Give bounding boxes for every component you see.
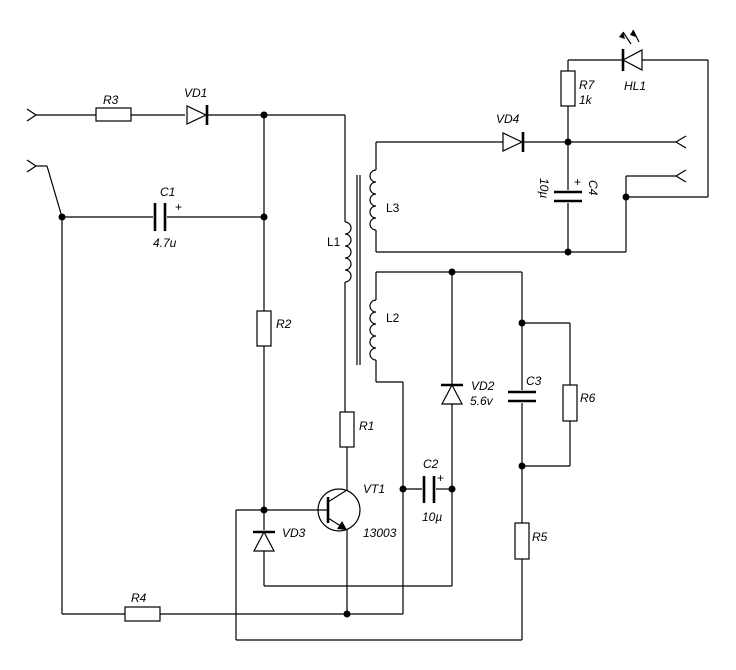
c2-label: C2: [423, 457, 439, 471]
transistor-vt1: VT1 13003: [317, 482, 397, 540]
c1-plus: +: [175, 200, 182, 214]
c2-value: 10µ: [422, 510, 442, 524]
resistor-r1: R1: [339, 411, 374, 448]
r2-label: R2: [276, 317, 292, 331]
diode-vd4: VD4: [496, 112, 525, 152]
diode-vd2: VD2 5.6v: [441, 379, 495, 408]
inductor-l3: [369, 169, 377, 231]
diode-vd3: VD3: [253, 526, 306, 552]
r3-label: R3: [103, 93, 119, 107]
c1-value: 4.7u: [153, 236, 177, 250]
resistor-r5: R5: [514, 522, 548, 560]
resistor-r3: R3: [95, 93, 132, 122]
output-terminal-bottom: [674, 169, 687, 183]
r6-label: R6: [580, 391, 596, 405]
c2-plus: +: [437, 471, 444, 485]
capacitor-c1: C1 + 4.7u: [153, 185, 182, 250]
inductor-l1: [344, 221, 352, 283]
r7-label: R7: [579, 78, 596, 92]
vd3-label: VD3: [282, 526, 306, 540]
capacitor-c3: C3: [508, 374, 542, 403]
vt1-label: VT1: [363, 482, 385, 496]
input-terminal-top: [26, 108, 96, 122]
resistor-r4: R4: [124, 591, 161, 622]
vd1-label: VD1: [184, 86, 207, 100]
vt1-part: 13003: [363, 526, 397, 540]
led-hl1: HL1: [619, 29, 646, 93]
junction-dot: [399, 485, 407, 493]
c3-label: C3: [526, 374, 542, 388]
vd4-label: VD4: [496, 112, 520, 126]
input-terminal-switch: [26, 159, 63, 218]
l3-label: L3: [386, 201, 400, 215]
hl1-label: HL1: [624, 79, 646, 93]
r5-label: R5: [532, 530, 548, 544]
capacitor-c2: C2 + 10µ: [422, 457, 444, 524]
l2-label: L2: [386, 311, 400, 325]
diode-vd1: VD1: [184, 86, 209, 125]
inductor-l2: [369, 299, 377, 361]
r4-label: R4: [131, 591, 147, 605]
resistor-r7: R7 1k: [560, 70, 596, 107]
c4-value: 10µ: [537, 178, 551, 198]
vd2-value: 5.6v: [470, 394, 494, 408]
junction-dot: [448, 485, 456, 493]
c4-label: C4: [586, 180, 600, 196]
vd2-label: VD2: [471, 379, 495, 393]
capacitor-c4: + C4 10µ: [537, 175, 600, 203]
r7-value: 1k: [579, 93, 593, 107]
c4-plus: +: [574, 175, 581, 189]
c1-label: C1: [160, 185, 175, 199]
resistor-r2: R2: [256, 310, 292, 347]
l1-label: L1: [327, 235, 341, 249]
output-terminal-top: [674, 135, 687, 149]
r1-label: R1: [359, 419, 374, 433]
resistor-r6: R6: [562, 384, 596, 422]
